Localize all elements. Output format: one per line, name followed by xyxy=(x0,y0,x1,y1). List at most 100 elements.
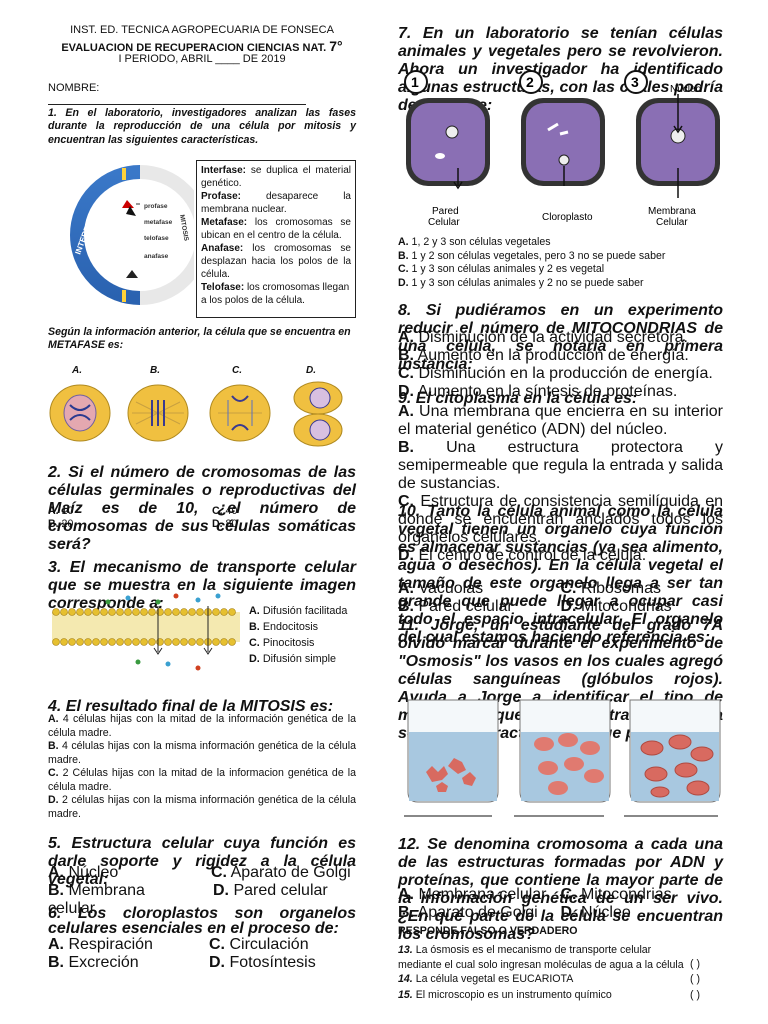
number-1-icon: 1 xyxy=(404,70,428,94)
cell-a-label[interactable]: A. xyxy=(72,365,82,376)
q2-option-c[interactable]: C. 40 xyxy=(192,505,356,518)
opt-text: Ribosomas xyxy=(580,580,661,597)
q4-option-b[interactable]: B. 4 células hijas con la misma informac… xyxy=(48,740,356,767)
desc: los cromosomas se desplazan hacia los po… xyxy=(201,243,351,280)
opt-letter: B. xyxy=(398,904,414,921)
q6-option-a[interactable]: A. Respiración xyxy=(48,936,195,954)
q9-option-b[interactable]: B. Una estructura protectora y semiperme… xyxy=(398,439,723,493)
item-num: 15. xyxy=(398,989,413,1001)
arrow-down-icon xyxy=(153,606,163,655)
mitosis-label: MITOSIS xyxy=(178,214,190,242)
q10-text: 10. Tanto la célula animal como la célul… xyxy=(398,503,723,646)
q4-options: A. 4 células hijas con la mitad de la in… xyxy=(48,713,356,821)
q6-option-c[interactable]: C. Circulación xyxy=(195,936,356,954)
q12-options: A. Membrana celular C. Mitocondrias B. A… xyxy=(398,886,723,922)
opt-letter: A. xyxy=(249,605,260,617)
q9-option-d[interactable]: D. El centro de control de la célula. xyxy=(398,547,723,565)
q6-option-d[interactable]: D. Fotosíntesis xyxy=(195,954,356,972)
q10-option-c[interactable]: C. Ribosomas xyxy=(561,580,724,598)
grade: 7° xyxy=(329,38,343,54)
arrow-down-icon xyxy=(203,606,213,655)
name-label: NOMBRE: xyxy=(48,82,100,94)
q4-text: 4. El resultado final de la MITOSIS es: xyxy=(48,698,334,715)
q10-option-d[interactable]: D. Mitocondrias xyxy=(561,598,724,616)
q4-option-d[interactable]: D. 2 células hijas con la misma informac… xyxy=(48,794,356,821)
opt-text: Aumento en la producción de energía. xyxy=(417,347,689,364)
q5-option-d[interactable]: D. Pared celular xyxy=(191,882,356,918)
molecules xyxy=(105,593,221,671)
tf-answer-14[interactable]: ( ) xyxy=(690,973,700,985)
opt-text: 1 y 2 son células vegetales, pero 3 no s… xyxy=(411,249,666,262)
opt-letter: C. xyxy=(398,263,409,275)
q2-option-a[interactable]: A. 10 xyxy=(48,505,192,518)
caption-cloroplasto: Cloroplasto xyxy=(542,212,593,223)
q12-option-a[interactable]: A. Membrana celular xyxy=(398,886,561,904)
q8-option-a[interactable]: A. Disminución de la actividad secretora… xyxy=(398,329,723,347)
tf-title: RESPONDE FALSO O VERDADERO xyxy=(398,925,578,937)
cell-d-label[interactable]: D. xyxy=(306,365,316,376)
q8-option-c[interactable]: C. Disminución en la producción de energ… xyxy=(398,365,723,383)
q7-option-c[interactable]: C. 1 y 3 son células animales y 2 es veg… xyxy=(398,263,723,277)
exam-title: EVALUACION DE RECUPERACION CIENCIAS NAT.… xyxy=(48,38,356,54)
opt-text: Difusión simple xyxy=(262,653,337,665)
mitosis-cells xyxy=(49,381,343,447)
cell-b-label[interactable]: B. xyxy=(150,365,160,376)
opt-letter: B. xyxy=(48,882,64,899)
name-blank[interactable] xyxy=(48,94,306,105)
cell-c-label[interactable]: C. xyxy=(232,365,242,376)
q2-option-b[interactable]: B. 20 xyxy=(48,518,192,531)
q9-option-a[interactable]: A. Una membrana que encierra en su inter… xyxy=(398,403,723,439)
q9-option-c[interactable]: C. Estructura de consistencia semilíquid… xyxy=(398,493,723,547)
q6-option-b[interactable]: B. Excreción xyxy=(48,954,195,972)
q10-option-b[interactable]: B. Pared celular xyxy=(398,598,561,616)
q3-option-c[interactable]: C. Pinocitosis xyxy=(249,635,347,651)
q12-option-b[interactable]: B. Aparato de Golgi xyxy=(398,904,561,922)
q12-text: 12. Se denomina cromosoma a cada una de … xyxy=(398,836,723,943)
q10-option-a[interactable]: A. Vacuolas xyxy=(398,580,561,598)
q3-option-d[interactable]: D. Difusión simple xyxy=(249,651,347,667)
opt-letter: B. xyxy=(398,598,414,615)
opt-letter: B. xyxy=(398,249,409,262)
q7-option-b[interactable]: B. 1 y 2 son células vegetales, pero 3 n… xyxy=(398,250,723,264)
q4-option-c[interactable]: C. 2 Células hijas con la mitad de la in… xyxy=(48,767,356,794)
q12-option-c[interactable]: C. Mitocondrias xyxy=(561,886,724,904)
q3-option-a[interactable]: A. Difusión facilitada xyxy=(249,603,347,619)
item-text: La célula vegetal es EUCARIOTA xyxy=(415,973,574,985)
q8-option-b[interactable]: B. Aumento en la producción de energía. xyxy=(398,347,723,365)
num: 3 xyxy=(631,74,639,90)
q2-option-d[interactable]: D. 80 xyxy=(192,518,356,531)
q5-option-a[interactable]: A. Núcleo xyxy=(48,864,193,882)
opt-text: 1 y 3 son células animales y 2 es vegeta… xyxy=(411,263,605,275)
q7-option-a[interactable]: A. 1, 2 y 3 son células vegetales xyxy=(398,236,723,250)
phospholipid-bilayer xyxy=(52,608,240,646)
name-line: NOMBRE: xyxy=(48,82,356,108)
opt-letter: D. xyxy=(560,904,577,921)
opt-letter: A. xyxy=(48,864,64,881)
q4-option-a[interactable]: A. 4 células hijas con la mitad de la in… xyxy=(48,713,356,740)
opt-text: Pared celular xyxy=(418,598,513,615)
opt-letter: D. xyxy=(398,547,414,564)
tf-answer-15[interactable]: ( ) xyxy=(690,989,700,1001)
q7-option-d[interactable]: D. 1 y 3 son células animales y 2 no se … xyxy=(398,277,723,291)
def-profase: Profase: desaparece la membrana nuclear. xyxy=(201,190,351,216)
period-line: I PERIODO, ABRIL ____ DE 2019 xyxy=(118,53,286,65)
opt-letter: A. xyxy=(48,713,59,725)
opt-text: Núcleo xyxy=(68,864,119,881)
opt-text: Mitocondrias xyxy=(580,598,672,615)
osmosis-beakers xyxy=(404,699,721,817)
term: Anafase: xyxy=(201,243,244,254)
q3-text: 3. El mecanismo de transporte celular qu… xyxy=(48,559,356,612)
tf-answer-13[interactable]: ( ) xyxy=(690,958,700,970)
q8-option-d[interactable]: D. Aumento en la síntesis de proteínas. xyxy=(398,383,723,401)
arrow-icon xyxy=(673,94,683,134)
q3-option-b[interactable]: B. Endocitosis xyxy=(249,619,347,635)
opt-text: Respiración xyxy=(68,936,153,953)
profase-marker xyxy=(122,200,134,208)
exam-title-text: EVALUACION DE RECUPERACION CIENCIAS NAT. xyxy=(61,42,327,54)
q5-option-b[interactable]: B. Membrana celular xyxy=(48,882,191,918)
opt-letter: D. xyxy=(212,518,223,531)
q5-option-c[interactable]: C. Aparato de Golgi xyxy=(193,864,356,882)
q7-options: A. 1, 2 y 3 son células vegetales B. 1 y… xyxy=(398,236,723,290)
q12-option-d[interactable]: D. Núcleo xyxy=(561,904,724,922)
